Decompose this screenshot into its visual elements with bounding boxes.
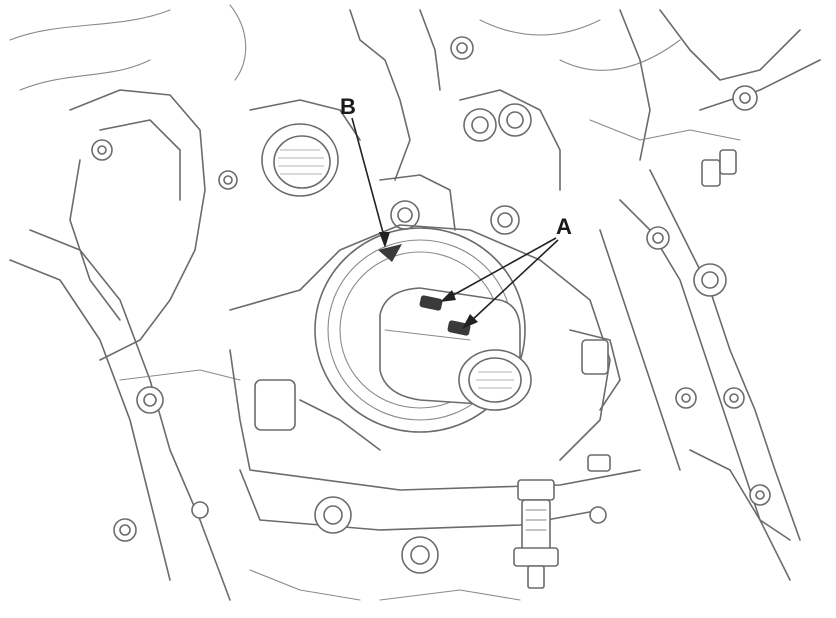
key-marker-upper	[419, 295, 443, 311]
seal-housing	[229, 224, 611, 461]
callout-label-b: B	[340, 94, 356, 119]
timing-mark	[378, 244, 402, 262]
right-rail	[599, 149, 801, 581]
callout-a-leaders	[440, 237, 559, 329]
oil-filler-port	[249, 99, 361, 197]
callout-label-a: A	[556, 214, 572, 239]
center-upper-bosses	[379, 89, 561, 235]
callout-b-leader	[351, 117, 390, 248]
upper-casting	[9, 4, 821, 181]
oil-pressure-switch	[513, 479, 559, 589]
left-bracket	[9, 89, 241, 601]
